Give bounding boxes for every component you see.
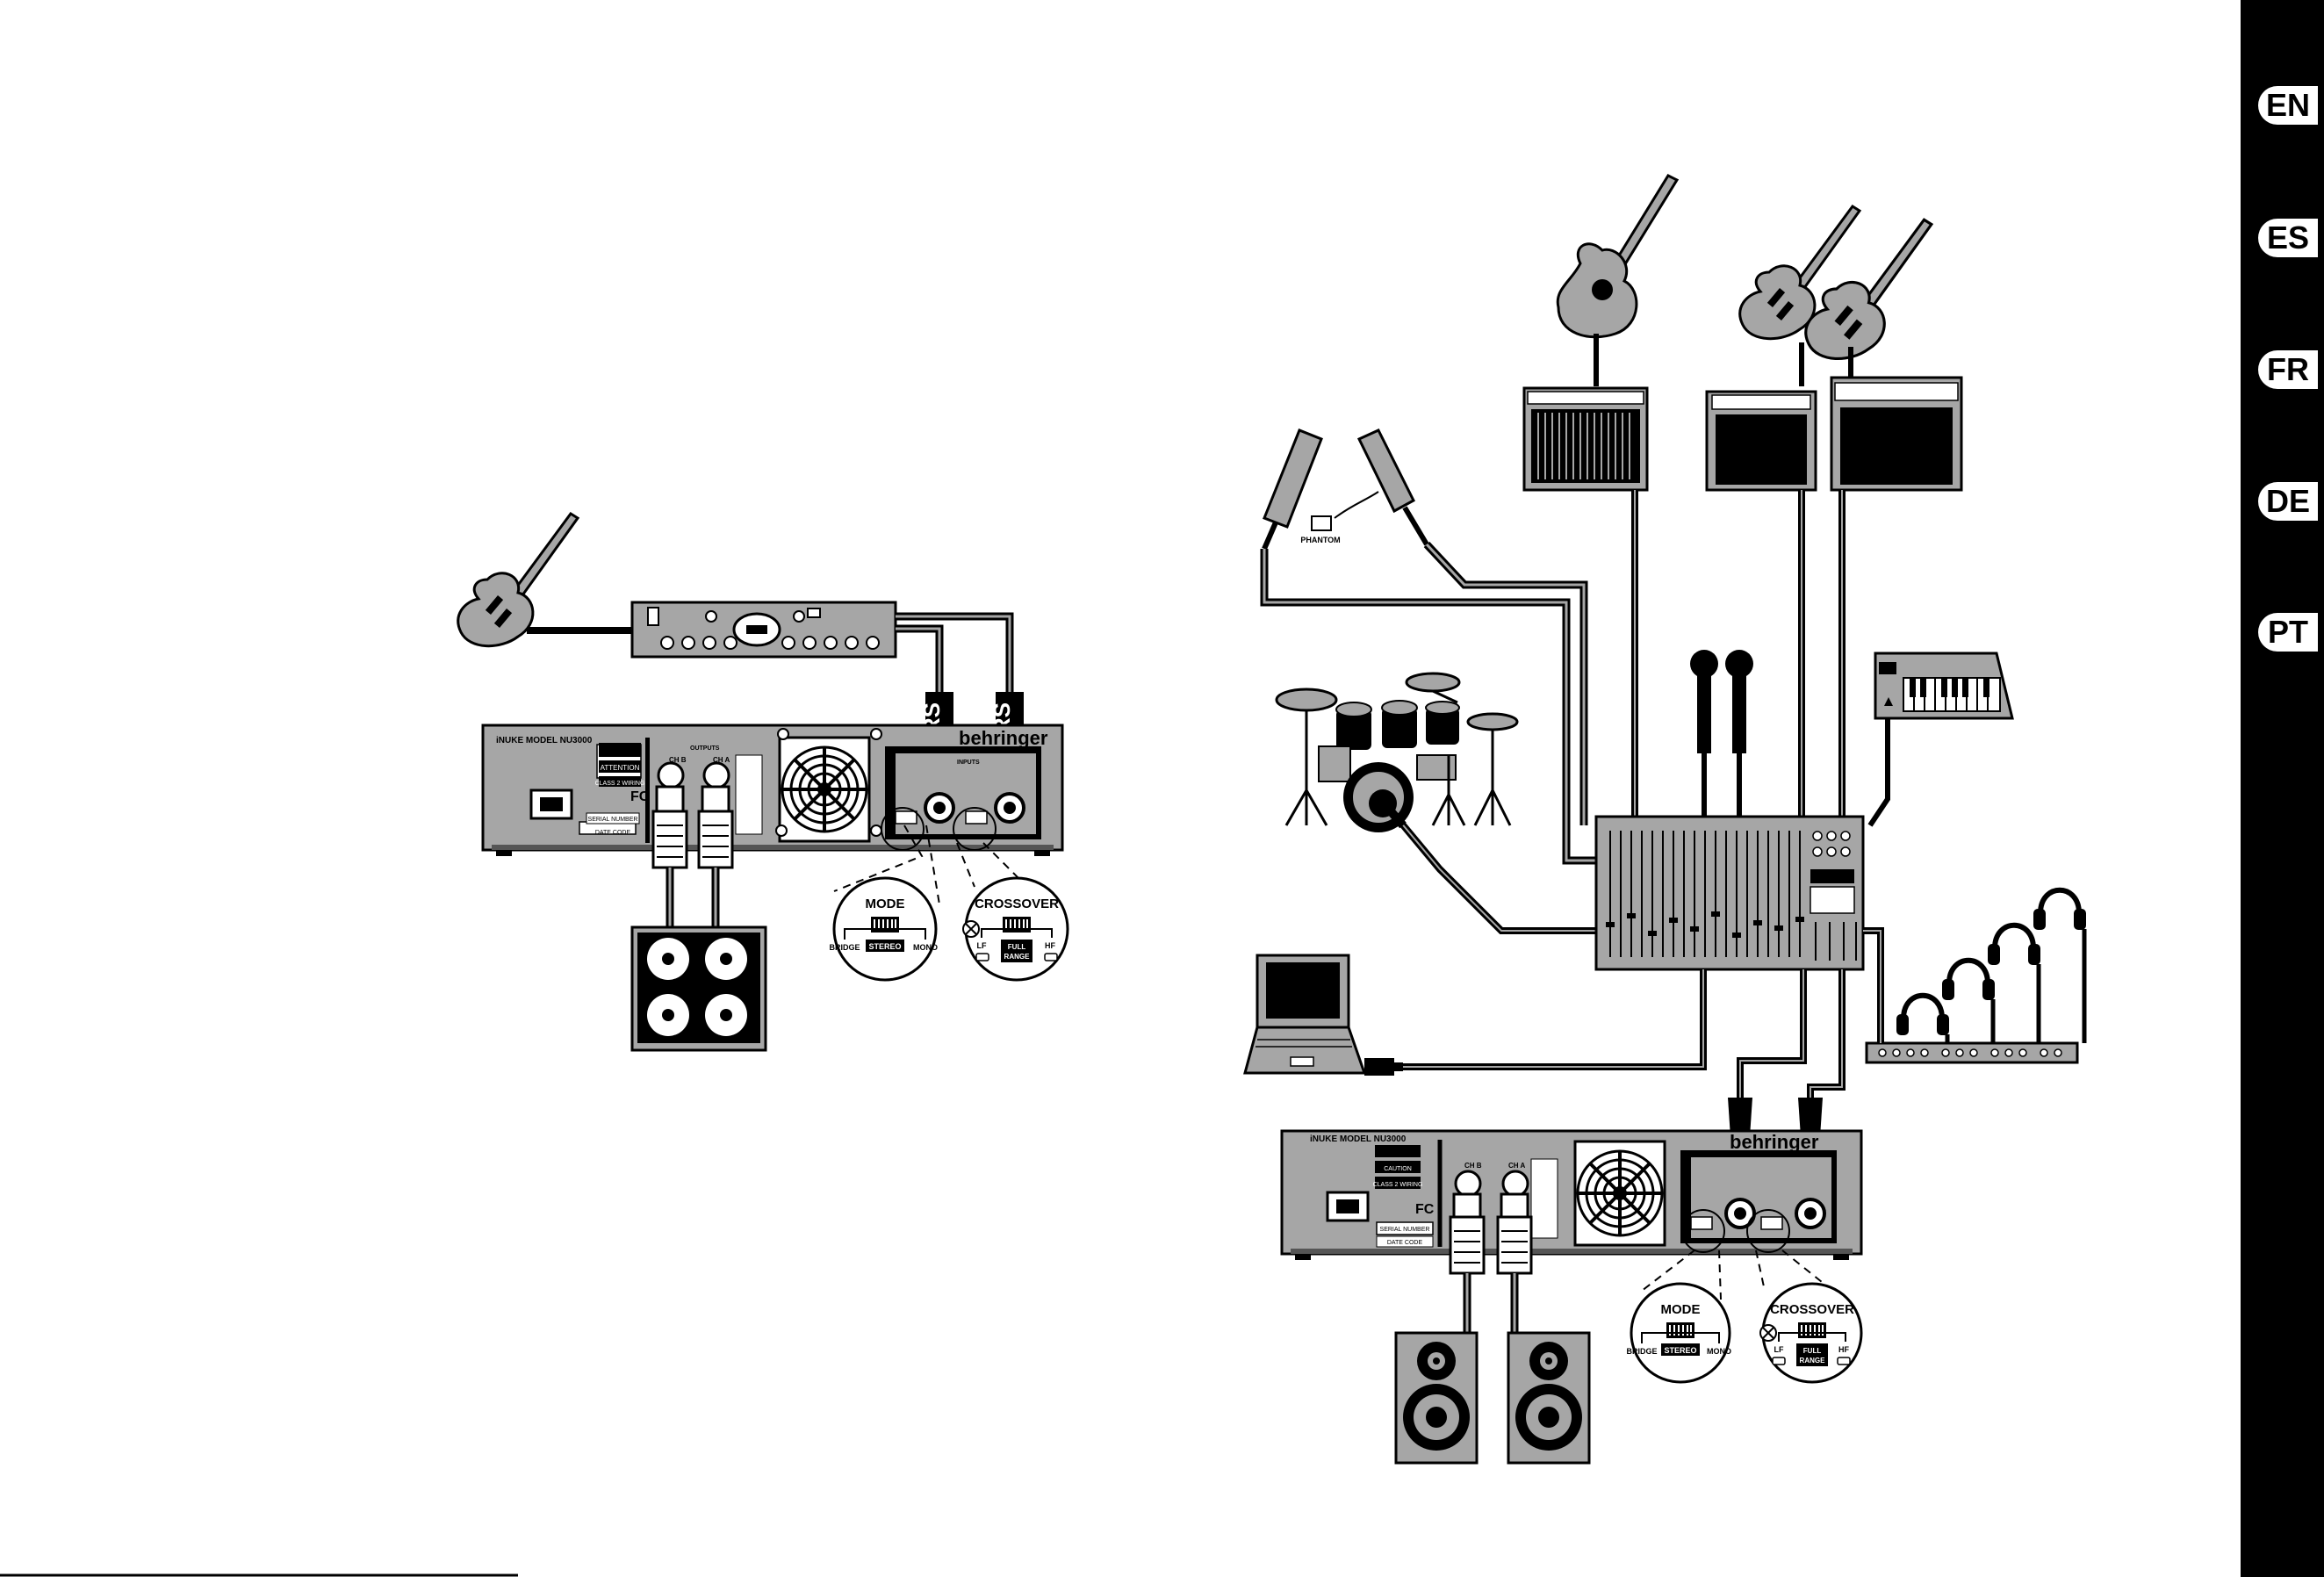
serial-label-right: SERIAL NUMBER — [1380, 1227, 1430, 1233]
electric-guitar-icon — [457, 512, 579, 648]
class2-label-right: CLASS 2 WIRING — [1373, 1182, 1423, 1188]
hf-label: HF — [1045, 941, 1055, 950]
crossover-title: CROSSOVER — [975, 897, 1059, 911]
lang-tab-pt[interactable]: PT — [2258, 613, 2318, 652]
crossover-title-right: CROSSOVER — [1770, 1302, 1854, 1317]
mode-title: MODE — [866, 897, 905, 911]
range-label-right: RANGE — [1800, 1357, 1826, 1365]
full-label-right: FULL — [1803, 1347, 1822, 1355]
lf-label: LF — [977, 941, 987, 950]
stereo-label-right: STEREO — [1664, 1346, 1696, 1355]
guitar-amp — [1705, 390, 1817, 492]
fan-grille — [778, 736, 871, 843]
model-label: iNUKE MODEL NU3000 — [496, 736, 593, 745]
headphones-4-icon — [2033, 890, 2086, 930]
crossover-callout-left: CROSSOVER FULL RANGE LF HF — [962, 876, 1069, 982]
mode-callout-left: MODE STEREO BRIDGE MONO — [829, 876, 938, 982]
phantom-label: PHANTOM — [1300, 536, 1340, 544]
mono-label-right: MONO — [1707, 1347, 1731, 1356]
crossover-callout-right: CROSSOVER FULL RANGE LF HF — [1759, 1282, 1863, 1384]
full-label: FULL — [1008, 943, 1026, 951]
lang-tab-fr[interactable]: FR — [2258, 350, 2318, 389]
date-code-label: DATE CODE — [595, 830, 631, 836]
mixer-channel-strips — [1609, 831, 1801, 957]
amplifier-rear-panel-left: iNUKE MODEL NU3000 SERIAL NUMBER DATE CO… — [481, 724, 1064, 856]
bridge-label-right: BRIDGE — [1626, 1347, 1657, 1356]
lang-tab-de[interactable]: DE — [2258, 482, 2318, 521]
ch-a-label-right: CH A — [1508, 1162, 1525, 1170]
headphones-1-icon — [1896, 996, 1949, 1035]
ch-a-label: CH A — [713, 756, 730, 764]
condenser-mic-right — [1356, 428, 1429, 546]
ch-b-label-right: CH B — [1464, 1162, 1482, 1170]
acoustic-amp — [1522, 386, 1649, 492]
right-setup: PHANTOM — [1243, 174, 2086, 1465]
date-code-label-right: DATE CODE — [1387, 1240, 1423, 1246]
phantom-power-icon: PHANTOM — [1300, 491, 1379, 544]
speakon-cables-right — [1449, 1192, 1533, 1335]
stereo-label: STEREO — [868, 942, 901, 951]
fc-logo-right: FC — [1415, 1202, 1435, 1217]
amplifier-rear-panel-right: iNUKE MODEL NU3000 SERIAL NUMBER DATE CO… — [1280, 1129, 1863, 1260]
mixer-console — [1594, 815, 1865, 971]
headphones-3-icon — [1988, 925, 2040, 965]
bridge-label: BRIDGE — [829, 943, 860, 952]
speakon-cables-left — [651, 785, 734, 931]
language-sidebar: EN ES FR DE PT — [2241, 0, 2324, 1577]
studio-monitor-left — [1394, 1331, 1479, 1465]
behringer-logo: behringer — [959, 727, 1048, 749]
caution-label: CAUTION — [1384, 1166, 1412, 1172]
laptop-icon — [1243, 954, 1403, 1076]
inputs-label: INPUTS — [957, 760, 980, 766]
mode-callout-right: MODE STEREO BRIDGE MONO — [1626, 1282, 1731, 1384]
model-label-right: iNUKE MODEL NU3000 — [1310, 1134, 1407, 1144]
acoustic-guitar-icon — [1556, 174, 1680, 339]
mono-label: MONO — [913, 943, 938, 952]
studio-monitor-right — [1507, 1331, 1591, 1465]
lang-tab-en[interactable]: EN — [2258, 86, 2318, 125]
handheld-mic-2 — [1725, 650, 1753, 753]
mode-title-right: MODE — [1661, 1302, 1701, 1317]
headphones-2-icon — [1942, 961, 1995, 1000]
class2-label: CLASS 2 WIRING — [595, 781, 645, 787]
condenser-mic-left — [1262, 428, 1323, 551]
lf-label-right: LF — [1774, 1345, 1784, 1354]
serial-label: SERIAL NUMBER — [588, 817, 638, 823]
connection-diagram: TRS TRS iNUKE MODEL NU3000 SERIAL NUMBER… — [0, 174, 2239, 1577]
lang-tab-es[interactable]: ES — [2258, 219, 2318, 257]
effects-processor — [630, 601, 897, 659]
bass-amp — [1830, 376, 1963, 492]
left-setup: TRS TRS iNUKE MODEL NU3000 SERIAL NUMBER… — [457, 512, 1069, 1052]
ch-b-label: CH B — [669, 756, 687, 764]
bass-guitar-icon — [1804, 218, 1933, 361]
fc-logo: FC — [630, 789, 650, 804]
behringer-logo-right: behringer — [1730, 1131, 1819, 1153]
handheld-mic-1 — [1690, 650, 1718, 753]
attention-label: ATTENTION — [601, 764, 640, 772]
headphone-amp — [1865, 1041, 2079, 1064]
range-label: RANGE — [1004, 953, 1031, 961]
hf-label-right: HF — [1838, 1345, 1849, 1354]
drum-kit-icon — [1275, 672, 1519, 832]
outputs-label: OUTPUTS — [690, 745, 720, 752]
fan-grille-right — [1573, 1140, 1666, 1247]
speaker-cabinet-4x — [630, 925, 767, 1052]
midi-keyboard-icon — [1874, 652, 2014, 720]
